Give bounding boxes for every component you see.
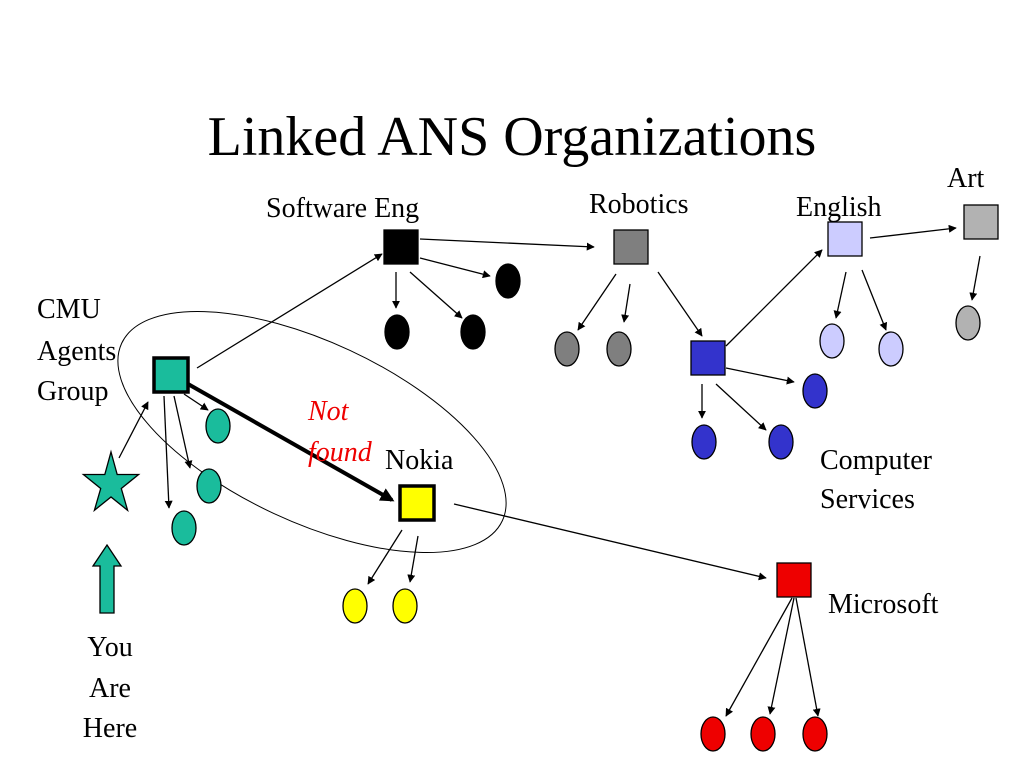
edge-cmu-to-nokia-not-found: [187, 382, 395, 502]
node-microsoft-child-1: [700, 716, 726, 752]
edge-robotics-to-computer-services: [657, 271, 703, 337]
edge-microsoft-to-child-2: [767, 597, 795, 715]
node-cmu-child-2: [196, 468, 222, 504]
edge-cmu-to-child-2: [173, 395, 193, 469]
node-software-eng-child-2: [384, 314, 410, 350]
node-microsoft-child-2: [750, 716, 776, 752]
edge-software-eng-to-robotics: [419, 238, 595, 251]
label-computer-services-line-1: Computer: [820, 445, 933, 476]
node-nokia-child-2: [392, 588, 418, 624]
node-software-eng-child-1: [495, 263, 521, 299]
edge-nokia-to-child-2: [407, 535, 419, 583]
label-robotics: Robotics: [589, 189, 689, 220]
node-cmu-agents-group: [152, 356, 190, 394]
edge-computer-services-to-english: [725, 249, 823, 347]
node-robotics: [613, 229, 649, 265]
label-art: Art: [947, 163, 985, 194]
edge-computer-services-to-child-3: [715, 383, 767, 431]
edge-cmu-to-child-1: [183, 393, 209, 411]
node-robotics-child-1: [554, 331, 580, 367]
edge-microsoft-to-child-3: [795, 597, 821, 717]
edge-microsoft-to-child-1: [725, 597, 793, 717]
edge-software-eng-to-child-3: [409, 271, 463, 319]
label-english: English: [796, 192, 882, 223]
node-software-eng-child-3: [460, 314, 486, 350]
edge-star-to-cmu: [118, 401, 149, 459]
edge-cmu-to-child-3: [163, 395, 173, 509]
node-software-eng: [383, 229, 419, 265]
edge-english-to-child-2: [861, 269, 888, 331]
label-cmu-line-3: Group: [37, 376, 109, 407]
label-not-found-line-2: found: [308, 437, 373, 468]
node-english: [827, 221, 863, 257]
node-cmu-child-1: [205, 408, 231, 444]
node-english-child-1: [819, 323, 845, 359]
edge-english-to-art: [869, 224, 957, 239]
node-microsoft: [776, 562, 812, 598]
label-microsoft: Microsoft: [828, 589, 939, 620]
node-nokia: [398, 484, 436, 522]
node-computer-services-child-2: [691, 424, 717, 460]
label-cmu-line-1: CMU: [37, 294, 101, 325]
star-icon: [81, 449, 141, 513]
edge-robotics-to-child-2: [621, 283, 631, 323]
node-microsoft-child-3: [802, 716, 828, 752]
node-robotics-child-2: [606, 331, 632, 367]
label-you-are-here-line-3: Here: [83, 713, 137, 744]
node-computer-services-child-1: [802, 373, 828, 409]
node-nokia-child-1: [342, 588, 368, 624]
cmu-nokia-group-ellipse: [117, 310, 507, 554]
label-computer-services-line-2: Services: [820, 484, 915, 515]
label-you-are-here-line-2: Are: [89, 673, 131, 704]
edge-nokia-to-microsoft: [453, 503, 767, 581]
edge-computer-services-to-child-1: [725, 367, 795, 385]
edge-art-to-child: [969, 255, 981, 301]
page-title: Linked ANS Organizations: [208, 106, 817, 168]
up-arrow-icon: [91, 543, 123, 614]
label-you-are-here-line-1: You: [87, 632, 132, 663]
label-nokia: Nokia: [385, 445, 454, 476]
edge-cmu-to-software-eng: [196, 253, 383, 369]
edge-nokia-to-child-1: [367, 529, 403, 585]
edge-robotics-to-child-1: [577, 273, 617, 331]
node-computer-services: [690, 340, 726, 376]
label-not-found-line-1: Not: [307, 396, 350, 427]
label-software-eng: Software Eng: [266, 193, 419, 224]
node-english-child-2: [878, 331, 904, 367]
edge-software-eng-to-child-1: [419, 257, 491, 279]
edge-english-to-child-1: [833, 271, 847, 319]
label-cmu-line-2: Agents: [37, 336, 116, 367]
node-computer-services-child-3: [768, 424, 794, 460]
node-art-child: [955, 305, 981, 341]
node-art: [963, 204, 999, 240]
node-cmu-child-3: [171, 510, 197, 546]
